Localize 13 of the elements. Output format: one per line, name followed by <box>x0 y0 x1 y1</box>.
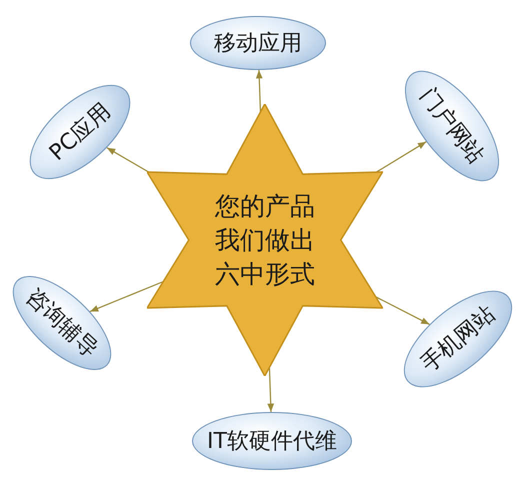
node-label: PC应用 <box>44 98 117 168</box>
arrow <box>376 296 430 325</box>
node-label: 门户网站 <box>414 82 490 170</box>
node-label: 移动应用 <box>214 30 302 58</box>
arrow <box>106 147 149 173</box>
node-label: 咨询辅导 <box>20 283 104 364</box>
arrow <box>256 70 263 112</box>
arrow <box>267 368 274 412</box>
node-label: IT软硬件代维 <box>207 428 337 456</box>
node-label: 您的产品我们做出六中形式 <box>214 190 315 290</box>
arrow <box>376 141 427 173</box>
arrow <box>90 280 164 312</box>
node-label: 手机网站 <box>416 300 502 379</box>
